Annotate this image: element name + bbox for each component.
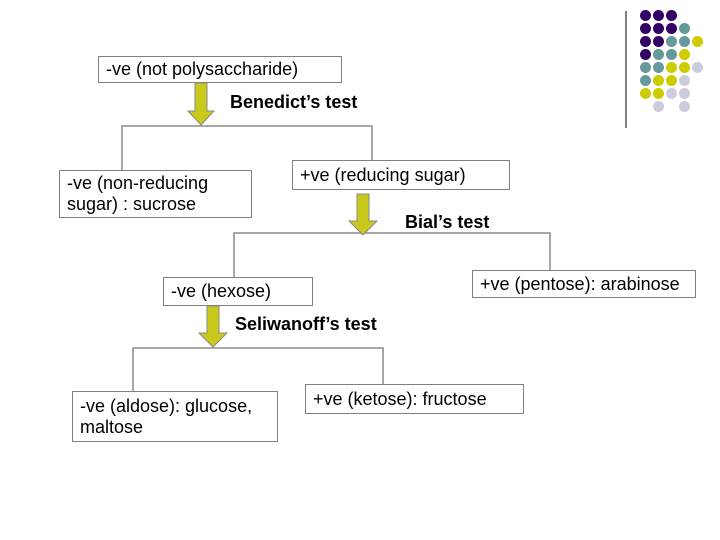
decorative-dot (679, 49, 690, 60)
flow-box-label: -ve (not polysaccharide) (106, 59, 299, 79)
flow-box-pentose: +ve (pentose): arabinose (472, 270, 696, 298)
decorative-dot (666, 23, 677, 34)
decorative-dot (653, 36, 664, 47)
decorative-dot (653, 101, 664, 112)
flow-box-label: +ve (pentose): arabinose (480, 273, 680, 294)
connector-benedicts-bracket (121, 125, 373, 170)
decorative-dot (640, 62, 651, 73)
decorative-dot (640, 49, 651, 60)
decorative-dot (653, 88, 664, 99)
decorative-dot (679, 62, 690, 73)
flow-box-reducing-sugar: +ve (reducing sugar) (292, 160, 510, 190)
dot-grid (640, 10, 710, 120)
test-label-benedicts: Benedict’s test (230, 92, 358, 112)
down-arrow-icon-bials (347, 193, 379, 236)
flow-box-label: +ve (ketose): fructose (313, 388, 487, 409)
decorative-dot (653, 10, 664, 21)
flow-box-label: -ve (hexose) (171, 281, 272, 301)
flow-box-label: -ve (aldose): glucose, maltose (80, 395, 253, 437)
decorative-dot (653, 62, 664, 73)
decorative-dot (653, 49, 664, 60)
decorative-dot (653, 23, 664, 34)
connector-seliwanoffs-bracket (132, 347, 384, 391)
decorative-dot (653, 75, 664, 86)
decorative-dot (640, 10, 651, 21)
flow-box-non-reducing-sugar: -ve (non-reducing sugar) : sucrose (59, 170, 252, 218)
decorative-dot (679, 36, 690, 47)
decorative-dot (666, 49, 677, 60)
decorative-dot (666, 88, 677, 99)
connector-bials-bracket (233, 232, 551, 277)
decorative-dot (640, 88, 651, 99)
decorative-dot (679, 101, 690, 112)
decorative-dot (640, 36, 651, 47)
divider-line (625, 11, 627, 128)
flow-box-hexose: -ve (hexose) (163, 277, 313, 306)
decorative-dot (679, 75, 690, 86)
flow-box-label: -ve (non-reducing sugar) : sucrose (67, 173, 209, 214)
flow-box-not-polysaccharide: -ve (not polysaccharide) (98, 56, 342, 83)
decorative-dot (666, 36, 677, 47)
decorative-dot (640, 75, 651, 86)
flow-box-aldose: -ve (aldose): glucose, maltose (72, 391, 278, 442)
down-arrow-icon-seliwanoffs (197, 305, 229, 348)
test-label-bials: Bial’s test (405, 212, 490, 232)
decorative-dot (692, 36, 703, 47)
decorative-dot (666, 10, 677, 21)
test-label-seliwanoffs: Seliwanoff’s test (235, 314, 377, 334)
flow-box-ketose: +ve (ketose): fructose (305, 384, 524, 414)
down-arrow-icon-benedicts (186, 82, 216, 126)
decorative-dot (679, 23, 690, 34)
decorative-dot (692, 62, 703, 73)
flow-box-label: +ve (reducing sugar) (300, 164, 466, 185)
decorative-dot (679, 88, 690, 99)
decorative-dot (666, 62, 677, 73)
decorative-dot (666, 75, 677, 86)
decorative-dot (640, 23, 651, 34)
